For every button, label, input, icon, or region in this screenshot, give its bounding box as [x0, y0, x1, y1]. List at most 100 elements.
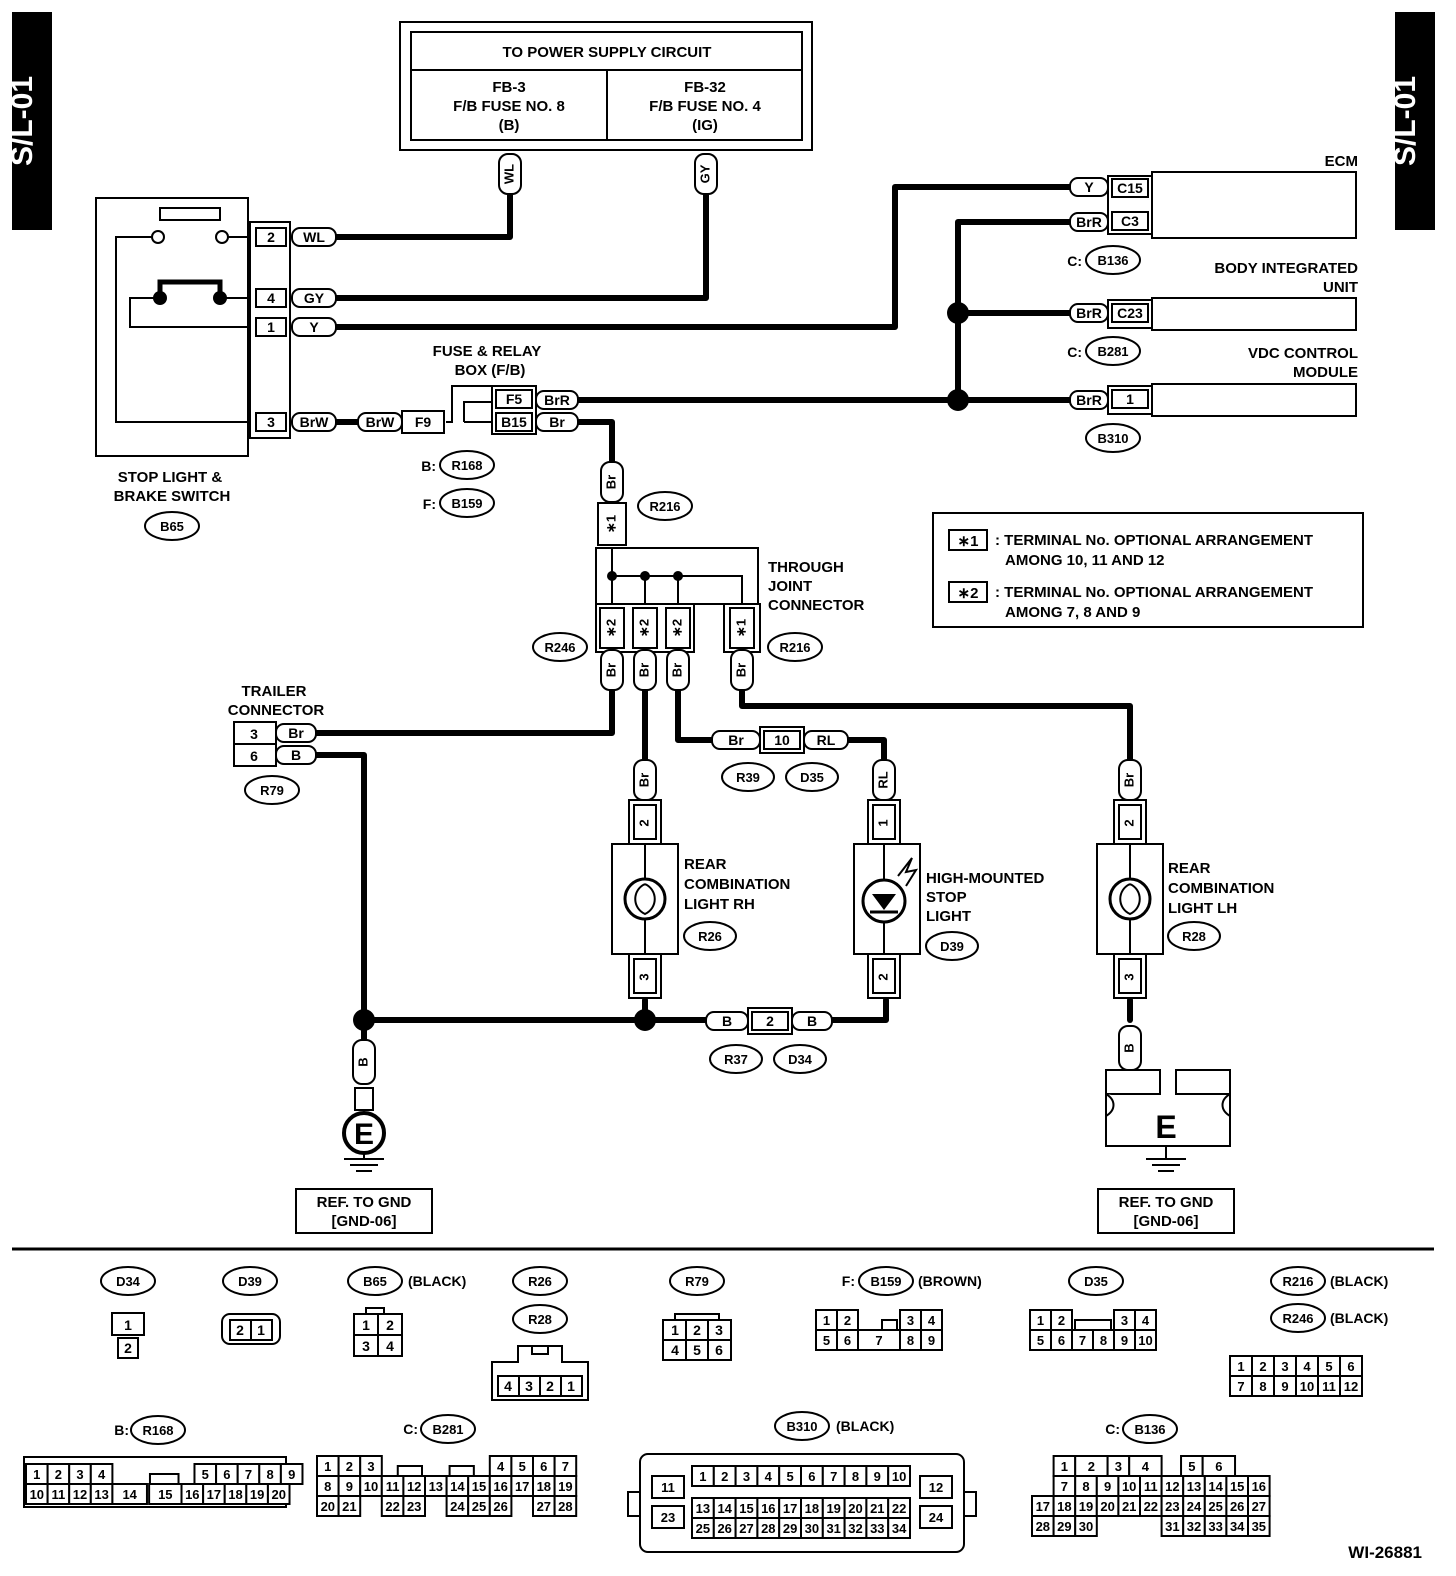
svg-text:2: 2	[721, 1469, 728, 1484]
svg-text:5: 5	[1325, 1359, 1332, 1374]
connector-b65-label: B65	[144, 511, 200, 541]
svg-text:7: 7	[245, 1467, 252, 1482]
svg-text:10: 10	[30, 1487, 44, 1502]
svg-text:20: 20	[1100, 1499, 1114, 1514]
svg-text:B: B	[291, 747, 301, 763]
svg-text:4: 4	[1303, 1359, 1311, 1374]
svg-text:B: B	[722, 1013, 732, 1029]
inline-connector-10: Br 10 RL R39 D35	[711, 726, 849, 792]
svg-text:ECM: ECM	[1325, 153, 1358, 170]
svg-text:BrW: BrW	[300, 414, 330, 430]
svg-text:26: 26	[493, 1499, 507, 1514]
svg-text:R216: R216	[649, 499, 680, 514]
svg-text:9: 9	[288, 1467, 295, 1482]
svg-text:26: 26	[1230, 1499, 1244, 1514]
svg-text:(BLACK): (BLACK)	[836, 1418, 894, 1434]
svg-text:3: 3	[636, 973, 651, 980]
svg-text:∗2: ∗2	[603, 619, 618, 637]
svg-text:3: 3	[907, 1313, 914, 1328]
svg-text:: TERMINAL No. OPTIONAL ARRANG: : TERMINAL No. OPTIONAL ARRANGEMENT	[995, 584, 1313, 601]
wire-label-wl: WL	[498, 153, 522, 195]
svg-text:25: 25	[1208, 1499, 1222, 1514]
svg-text:3: 3	[76, 1467, 83, 1482]
splice-dot	[947, 389, 969, 411]
svg-text:33: 33	[870, 1521, 884, 1536]
svg-text:[GND-06]: [GND-06]	[331, 1213, 396, 1230]
page-tab-left: S/L-01	[6, 12, 52, 230]
svg-text:B: B	[1121, 1043, 1136, 1052]
svg-text:1: 1	[33, 1467, 40, 1482]
svg-text:R26: R26	[698, 929, 722, 944]
svg-text:19: 19	[1079, 1499, 1093, 1514]
svg-text:1: 1	[124, 1317, 132, 1333]
svg-text:13: 13	[1187, 1479, 1201, 1494]
svg-text:34: 34	[1230, 1519, 1245, 1534]
svg-text:Y: Y	[309, 319, 319, 335]
svg-text:LIGHT LH: LIGHT LH	[1168, 900, 1237, 917]
svg-text:3: 3	[362, 1338, 370, 1354]
svg-text:8: 8	[907, 1333, 914, 1348]
page-tab-right: S/L-01	[1389, 12, 1435, 230]
svg-text:B281: B281	[432, 1422, 463, 1437]
svg-text:C:: C:	[403, 1421, 418, 1437]
svg-text:7: 7	[1061, 1479, 1068, 1494]
wire-label-gy: GY	[694, 153, 718, 195]
svg-text:BODY INTEGRATED: BODY INTEGRATED	[1214, 260, 1358, 277]
svg-text:23: 23	[661, 1510, 675, 1525]
svg-text:R216: R216	[1282, 1274, 1313, 1289]
svg-text:E: E	[354, 1118, 374, 1151]
svg-text:5: 5	[519, 1459, 526, 1474]
svg-text:∗1: ∗1	[603, 515, 618, 533]
svg-text:31: 31	[826, 1521, 840, 1536]
svg-text:B159: B159	[870, 1274, 901, 1289]
switch-pin-1	[255, 317, 287, 337]
svg-text:WL: WL	[303, 229, 325, 245]
svg-text:3: 3	[1121, 1313, 1128, 1328]
svg-text:30: 30	[1079, 1519, 1093, 1534]
svg-text:R37: R37	[724, 1052, 748, 1067]
svg-text:5: 5	[202, 1467, 209, 1482]
svg-text:28: 28	[1036, 1519, 1050, 1534]
svg-text:15: 15	[158, 1487, 172, 1502]
svg-text:C:: C:	[1067, 253, 1082, 269]
wire-label-wl-switch: WL	[291, 227, 337, 247]
trailer-connector: TRAILER CONNECTOR 3 6 Br B R79	[228, 683, 324, 805]
svg-text:5: 5	[823, 1333, 830, 1348]
svg-text:R246: R246	[1282, 1311, 1313, 1326]
notes-box: ∗1 : TERMINAL No. OPTIONAL ARRANGEMENT A…	[932, 512, 1364, 628]
svg-text:7: 7	[1237, 1379, 1244, 1394]
svg-text:21: 21	[1122, 1499, 1136, 1514]
svg-text:6: 6	[540, 1459, 547, 1474]
svg-text:8: 8	[324, 1479, 331, 1494]
svg-text:Br: Br	[669, 663, 684, 677]
svg-text:LIGHT: LIGHT	[926, 908, 971, 925]
svg-text:2: 2	[386, 1317, 394, 1333]
svg-text:BrW: BrW	[366, 414, 396, 430]
svg-text:9: 9	[1281, 1379, 1288, 1394]
svg-text:23: 23	[407, 1499, 421, 1514]
svg-text:COMBINATION: COMBINATION	[684, 876, 790, 893]
svg-text:2: 2	[693, 1322, 701, 1338]
svg-text:27: 27	[537, 1499, 551, 1514]
rear-combination-light-lh: Br 2 3 REAR COMBINATION LIGHT LH R28	[1096, 759, 1274, 999]
svg-text:6: 6	[1347, 1359, 1354, 1374]
svg-text:2: 2	[766, 1013, 774, 1029]
ground-icon: E	[1155, 1109, 1176, 1145]
svg-text:1: 1	[257, 1322, 265, 1338]
svg-text:(BLACK): (BLACK)	[408, 1273, 466, 1289]
svg-text:Br: Br	[288, 725, 304, 741]
svg-text:Br: Br	[733, 663, 748, 677]
svg-text:: TERMINAL No. OPTIONAL ARRANG: : TERMINAL No. OPTIONAL ARRANGEMENT	[995, 532, 1313, 549]
svg-text:4: 4	[98, 1467, 106, 1482]
svg-text:3: 3	[267, 414, 275, 430]
svg-text:R39: R39	[736, 770, 760, 785]
svg-text:28: 28	[761, 1521, 775, 1536]
bulb-icon	[1108, 877, 1152, 921]
svg-text:7: 7	[562, 1459, 569, 1474]
svg-text:2: 2	[546, 1378, 554, 1394]
svg-text:4: 4	[1142, 1459, 1150, 1474]
svg-text:12: 12	[407, 1479, 421, 1494]
svg-text:JOINT: JOINT	[768, 578, 812, 595]
svg-text:8: 8	[1259, 1379, 1266, 1394]
svg-text:2: 2	[1088, 1459, 1095, 1474]
